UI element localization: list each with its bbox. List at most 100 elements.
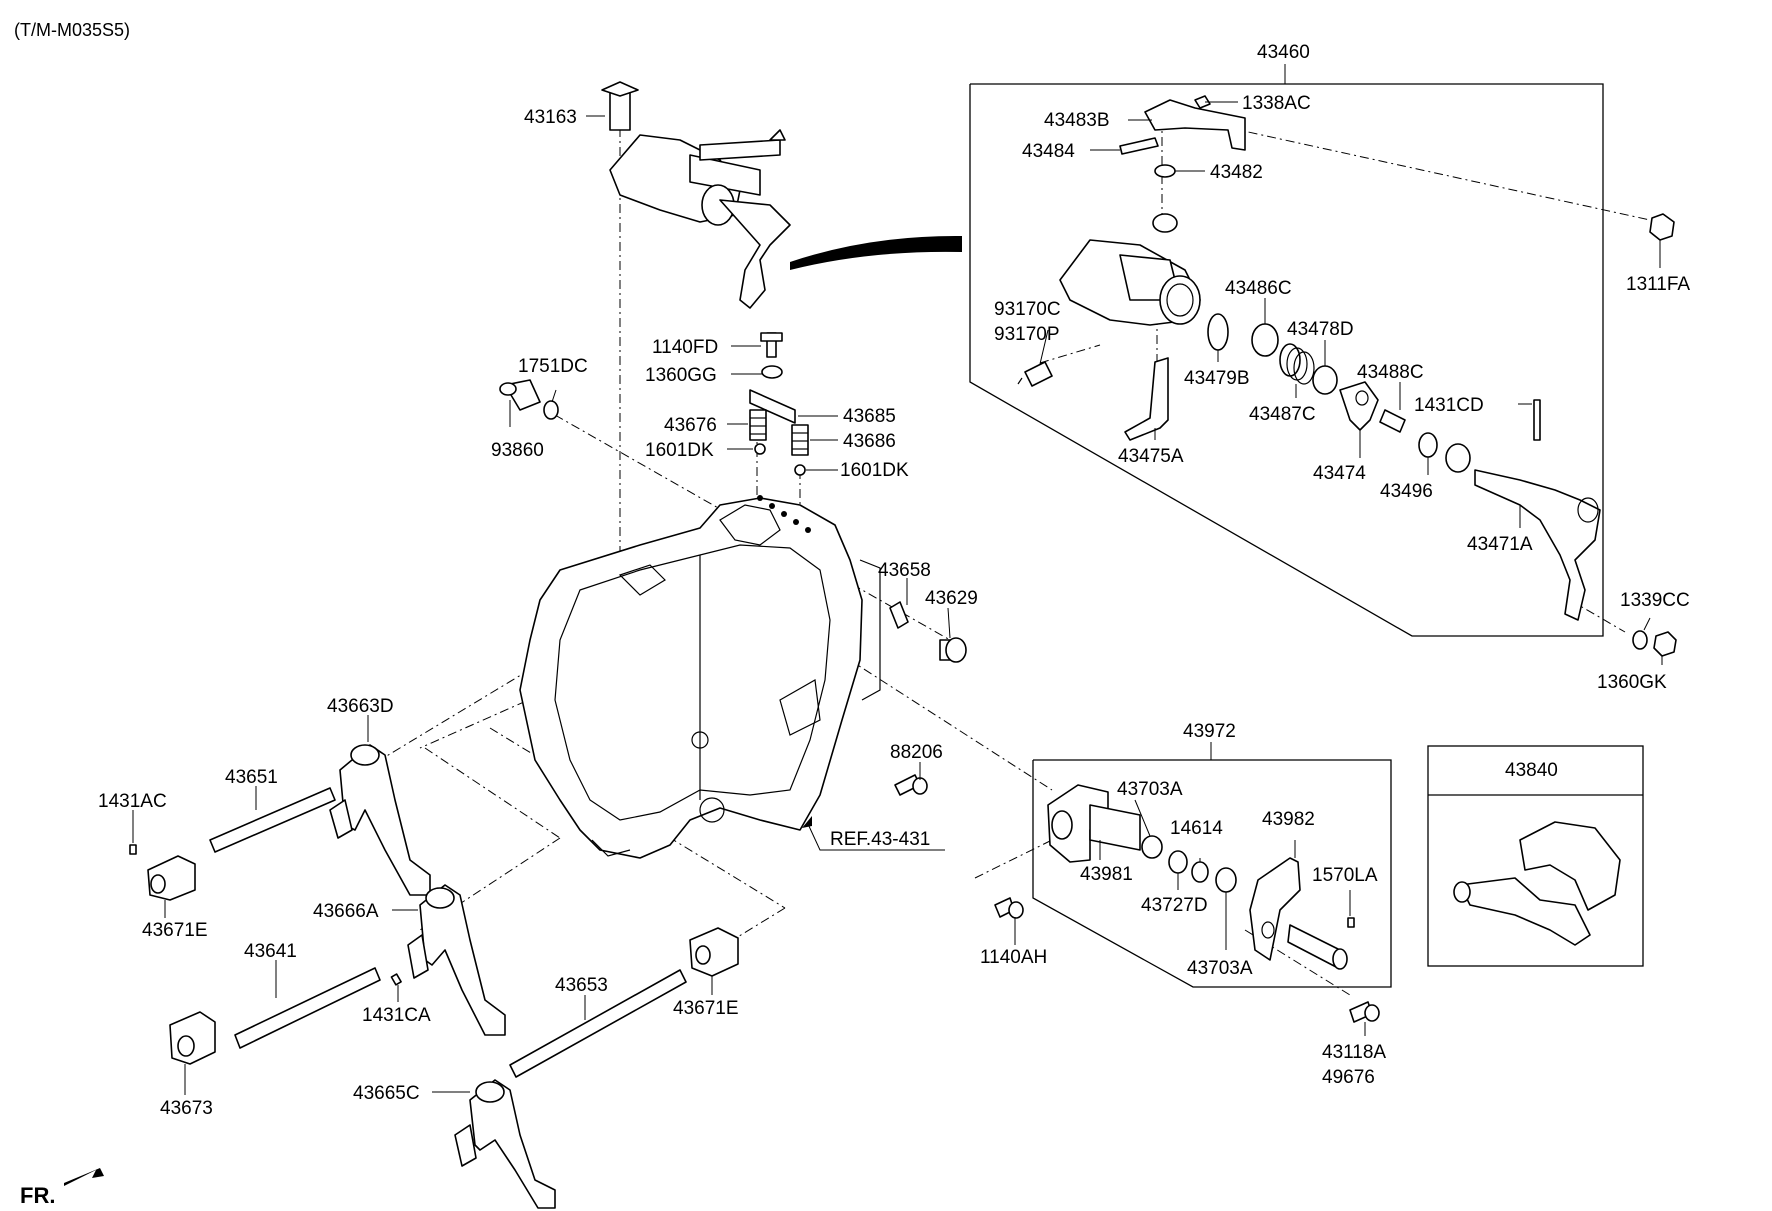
label-88206: 88206 — [890, 742, 943, 763]
label-1311FA: 1311FA — [1626, 274, 1690, 295]
label-43666A: 43666A — [313, 901, 379, 922]
label-43475A: 43475A — [1118, 446, 1184, 467]
detail-housing-43460 — [1059, 213, 1201, 326]
label-1431AC: 1431AC — [98, 791, 167, 812]
ball-1601DK-b-icon — [794, 464, 806, 476]
label-93170C: 93170C — [994, 299, 1061, 320]
label-43651: 43651 — [225, 767, 278, 788]
switch-93860-icon — [499, 379, 541, 411]
part-labels: 43163 1751DC 93860 1140FD 1360GG 43676 1… — [98, 93, 1690, 1119]
nut-1311FA-icon — [1649, 213, 1675, 241]
label-43478D: 43478D — [1287, 319, 1354, 340]
label-43671E-a: 43671E — [142, 920, 208, 941]
lever-43982-icon — [1249, 857, 1301, 961]
reference-label: REF.43-431 — [830, 829, 930, 850]
fork-43663D-icon — [329, 744, 431, 896]
label-43483B: 43483B — [1044, 110, 1110, 131]
label-1601DK-a: 1601DK — [645, 440, 714, 461]
label-43703A-b: 43703A — [1187, 958, 1253, 979]
label-43982: 43982 — [1262, 809, 1315, 830]
label-43484: 43484 — [1022, 141, 1075, 162]
switch-93170C-icon — [1017, 361, 1053, 387]
label-43641: 43641 — [244, 941, 297, 962]
clip-14614-icon — [1191, 861, 1209, 883]
front-label: FR. — [20, 1183, 55, 1208]
label-43676: 43676 — [664, 415, 717, 436]
lug-43671E-b-icon — [689, 927, 739, 977]
pin-43658-icon — [889, 601, 909, 629]
label-14614: 14614 — [1170, 818, 1223, 839]
label-1360GG: 1360GG — [645, 365, 717, 386]
label-1140AH: 1140AH — [980, 947, 1047, 968]
gasket-1751DC-icon — [543, 400, 559, 420]
label-43685: 43685 — [843, 406, 896, 427]
front-arrow-icon — [64, 1160, 104, 1186]
spring-43686-icon — [791, 424, 809, 456]
label-1751DC: 1751DC — [518, 356, 588, 377]
bracket-43981-icon — [1047, 784, 1141, 863]
bushing-43486C-icon — [1251, 323, 1279, 357]
rail-43651-icon — [209, 787, 336, 853]
group-43460-frame — [969, 83, 1604, 637]
label-43482: 43482 — [1210, 162, 1263, 183]
bushing-43478D-icon — [1312, 365, 1338, 395]
group-label-43840: 43840 — [1505, 760, 1558, 781]
lever-43475A-icon — [1124, 357, 1169, 441]
spring-43487C-icon — [1279, 343, 1315, 385]
shaft-43471A-icon — [1474, 469, 1601, 621]
ball-1601DK-a-icon — [754, 443, 766, 455]
cam-43474-icon — [1339, 381, 1379, 431]
pin-43484-icon — [1119, 137, 1159, 155]
label-43673: 43673 — [160, 1098, 213, 1119]
ref-arrow-icon — [802, 816, 812, 828]
label-1140FD: 1140FD — [652, 337, 718, 358]
label-43665C: 43665C — [353, 1083, 420, 1104]
label-93170P: 93170P — [994, 324, 1060, 345]
nut-1338AC-icon — [1194, 95, 1211, 109]
bushing-43703A-b-icon — [1215, 867, 1237, 893]
washer-43496-icon — [1418, 432, 1438, 458]
transmission-case — [519, 495, 881, 859]
washer-43482-icon — [1154, 164, 1176, 178]
label-43487C: 43487C — [1249, 404, 1316, 425]
group-label-43460: 43460 — [1257, 42, 1310, 63]
label-43118A: 43118A — [1322, 1042, 1386, 1063]
shift-control-housing — [601, 81, 791, 309]
lever-43483B-icon — [1144, 99, 1246, 151]
nut-1360GK-icon — [1653, 631, 1677, 657]
model-header: (T/M-M035S5) — [14, 20, 130, 40]
rail-43653-icon — [509, 969, 687, 1078]
label-43671E-b: 43671E — [673, 998, 739, 1019]
label-43658: 43658 — [878, 560, 931, 581]
bolt-43118A-icon — [1349, 1001, 1380, 1023]
bolt-88206-icon — [894, 774, 928, 796]
label-43981: 43981 — [1080, 864, 1133, 885]
assembly-dash-lines — [379, 118, 1651, 996]
label-43629: 43629 — [925, 588, 978, 609]
group-43840-frame — [1427, 745, 1644, 967]
label-43486C: 43486C — [1225, 278, 1292, 299]
pin-1431AC-icon — [129, 844, 137, 855]
label-43703A-a: 43703A — [1117, 779, 1183, 800]
washer-1339CC-icon — [1632, 630, 1648, 650]
label-1339CC: 1339CC — [1620, 590, 1690, 611]
label-1360GK: 1360GK — [1597, 672, 1667, 693]
washer-1360GG-icon — [761, 365, 783, 379]
rail-43641-icon — [234, 967, 381, 1049]
label-1601DK-b: 1601DK — [840, 460, 909, 481]
label-43653: 43653 — [555, 975, 608, 996]
label-43474: 43474 — [1313, 463, 1366, 484]
label-43686: 43686 — [843, 431, 896, 452]
plug-43629-icon — [939, 637, 967, 663]
leader-lines — [132, 101, 1663, 1095]
label-43471A: 43471A — [1467, 534, 1533, 555]
fork-43665C-icon — [454, 1079, 556, 1209]
pin-1431CD-icon — [1533, 399, 1541, 441]
bushing-43703A-a-icon — [1141, 835, 1163, 859]
cover-43840-icon — [1453, 821, 1621, 946]
spring-43676-icon — [749, 409, 767, 441]
pin-1431CA-icon — [390, 973, 402, 986]
label-43496: 43496 — [1380, 481, 1433, 502]
fork-43666A-icon — [407, 884, 506, 1036]
